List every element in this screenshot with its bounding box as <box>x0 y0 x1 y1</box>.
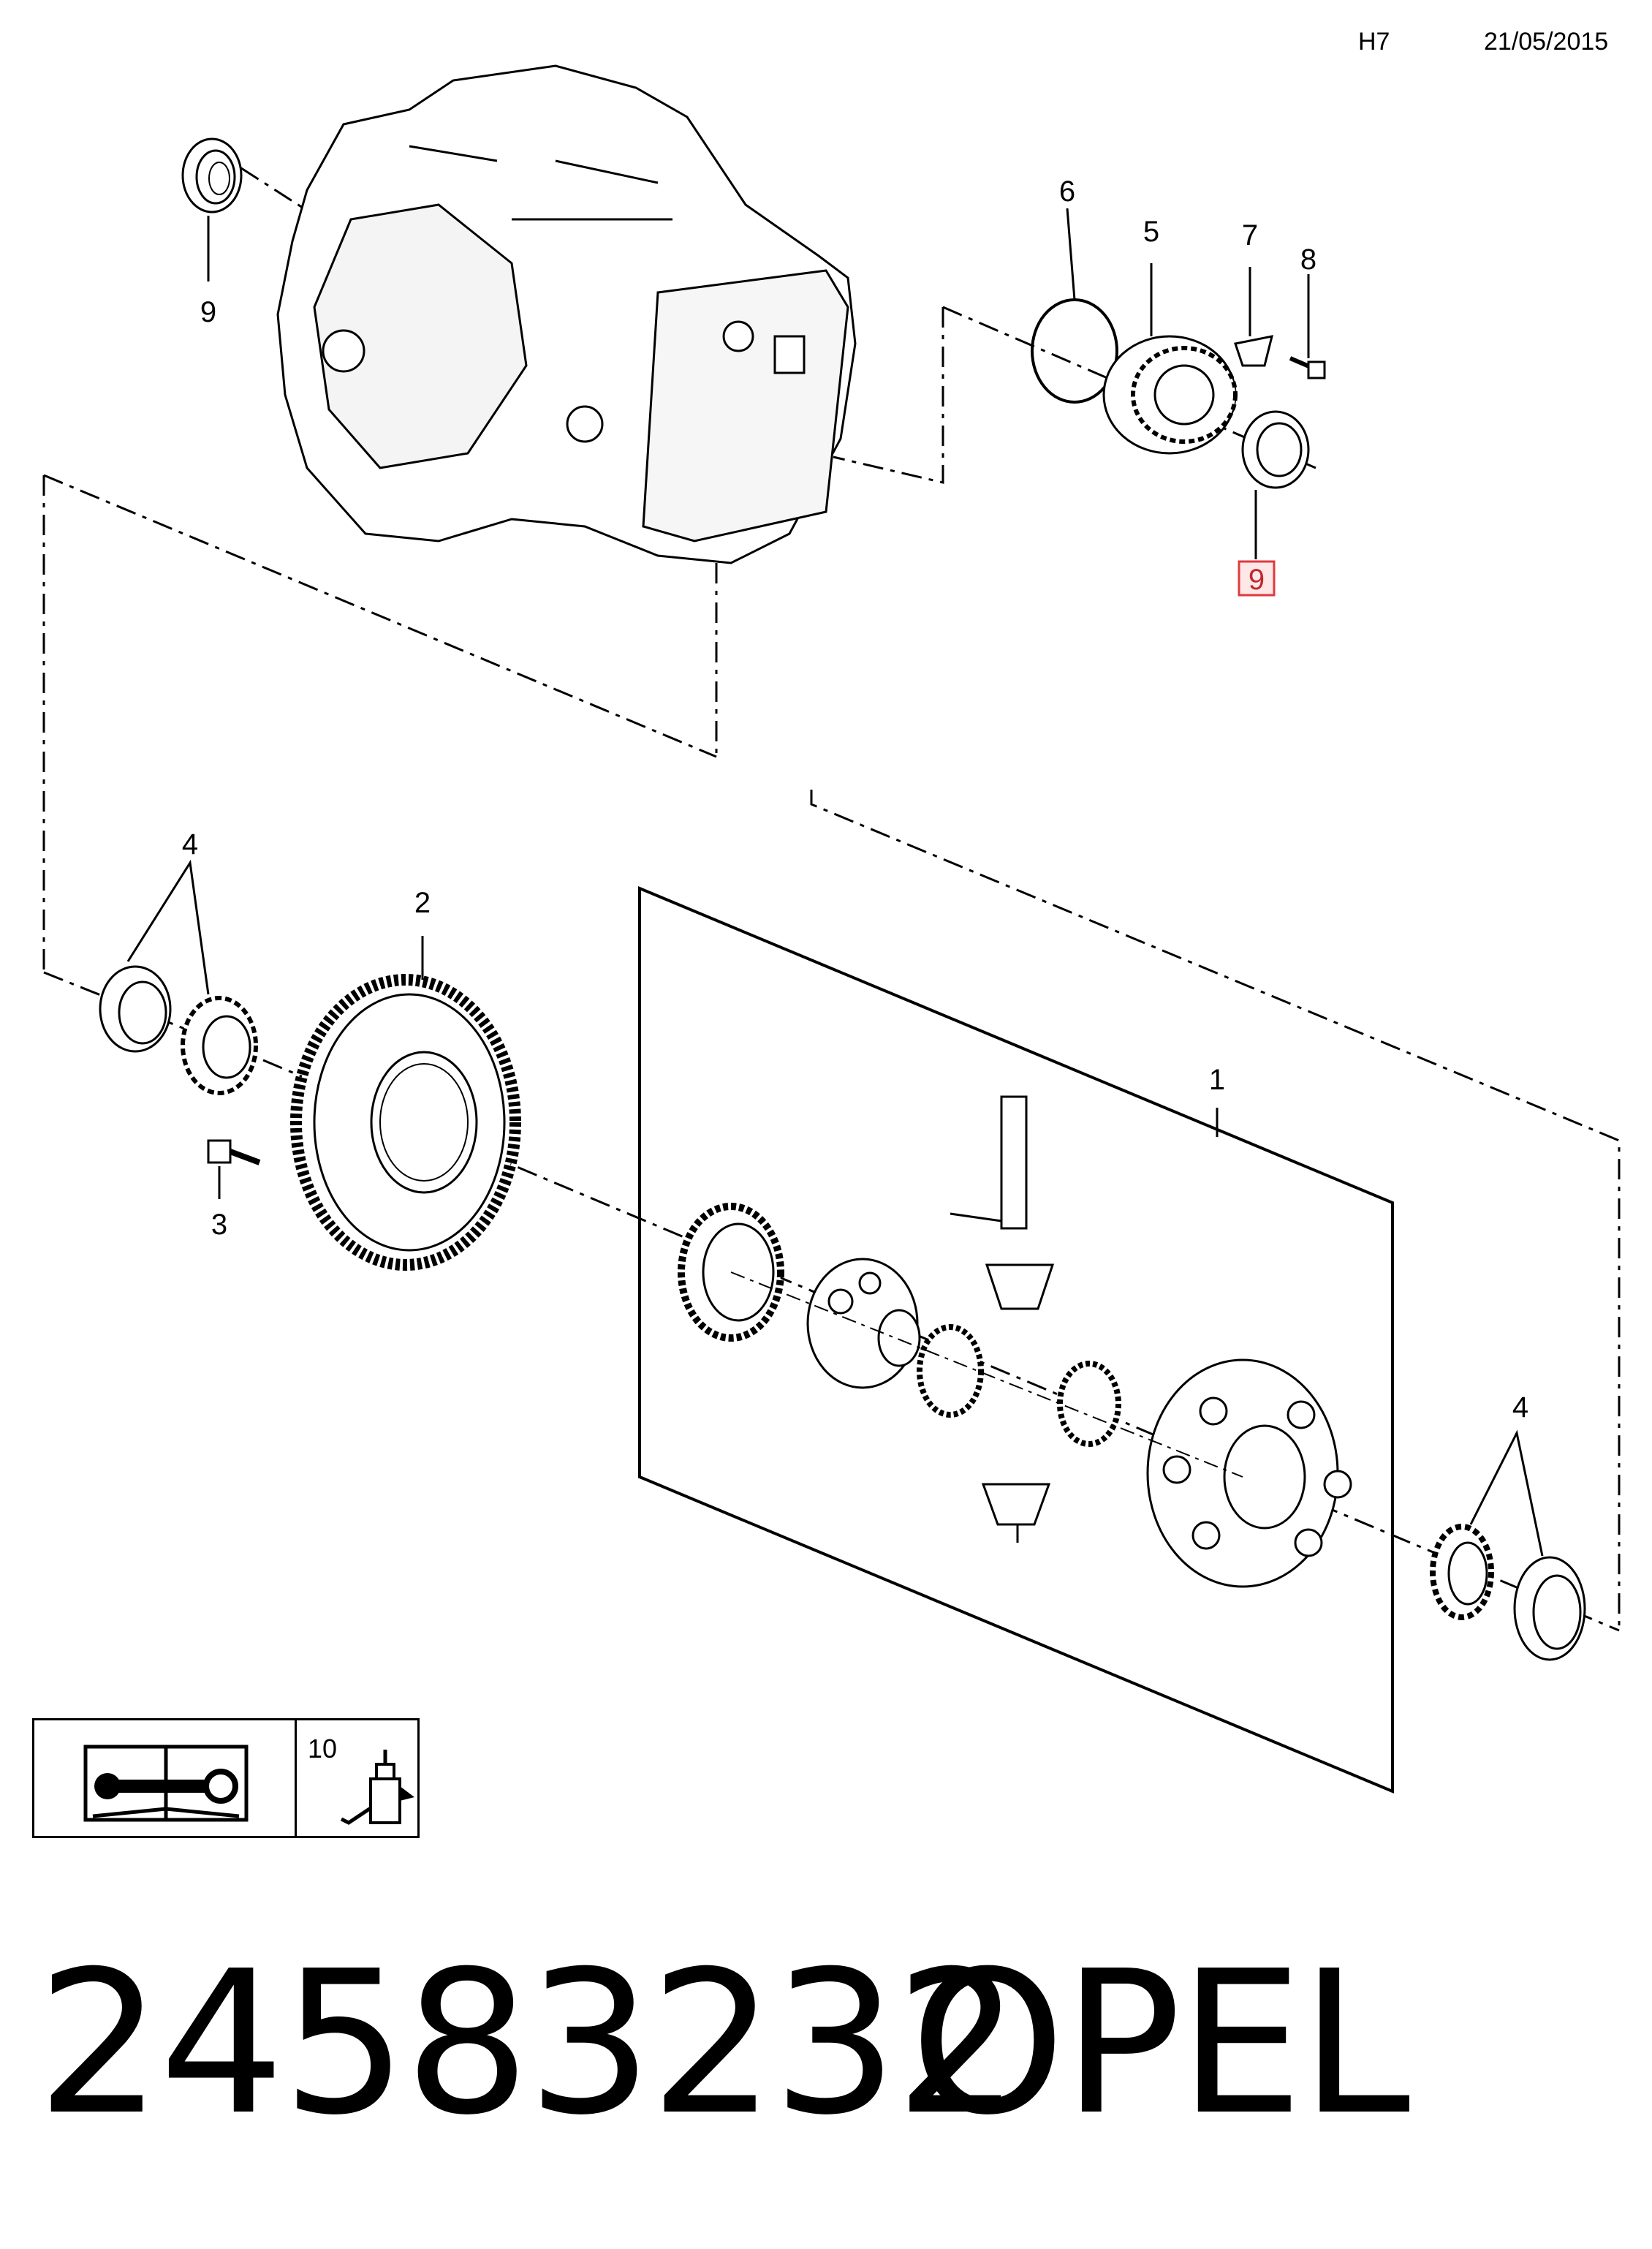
callout-1: 1 <box>1209 1064 1225 1096</box>
tools-legend: 10 <box>32 1718 420 1838</box>
header-code: H7 <box>1358 28 1390 56</box>
header-date: 21/05/2015 <box>1484 28 1609 56</box>
ring-gear <box>290 974 521 1271</box>
callout-6: 6 <box>1059 175 1075 208</box>
differential-kit-frame <box>638 885 1394 1794</box>
service-manual-wrench-book-icon <box>83 1745 249 1822</box>
taper-bearing-left <box>181 996 258 1095</box>
transmission-housing <box>276 64 857 564</box>
callout-8: 8 <box>1300 243 1316 276</box>
callout-3: 3 <box>211 1209 227 1241</box>
callout-10: 10 <box>308 1734 338 1764</box>
callout-5: 5 <box>1143 216 1159 248</box>
bearing-outer-race-right <box>1513 1556 1586 1661</box>
bearing-outer-race-left <box>99 965 172 1053</box>
bolt-3 <box>207 1139 261 1165</box>
callout-2: 2 <box>414 887 431 919</box>
bearing-carrier <box>1102 335 1238 455</box>
part-number: 24583232 <box>37 1928 1020 2158</box>
brand-name: OPEL <box>910 1928 1410 2158</box>
bolt-8 <box>1289 356 1326 379</box>
callout-9-left: 9 <box>200 296 216 328</box>
taper-bearing-right <box>1430 1524 1494 1620</box>
oil-seal-left <box>181 137 243 213</box>
highlight-box <box>1238 560 1276 597</box>
locking-clip <box>1234 335 1274 367</box>
callout-7: 7 <box>1242 219 1258 252</box>
callout-4-right: 4 <box>1512 1391 1528 1424</box>
callout-9-right: 9 <box>1249 564 1265 596</box>
legend-divider <box>295 1720 297 1836</box>
lubricant-bottle-icon <box>340 1750 414 1825</box>
oil-seal-right <box>1241 410 1310 489</box>
differential-kit-parts <box>678 1095 1352 1588</box>
callout-4-left: 4 <box>182 828 198 861</box>
